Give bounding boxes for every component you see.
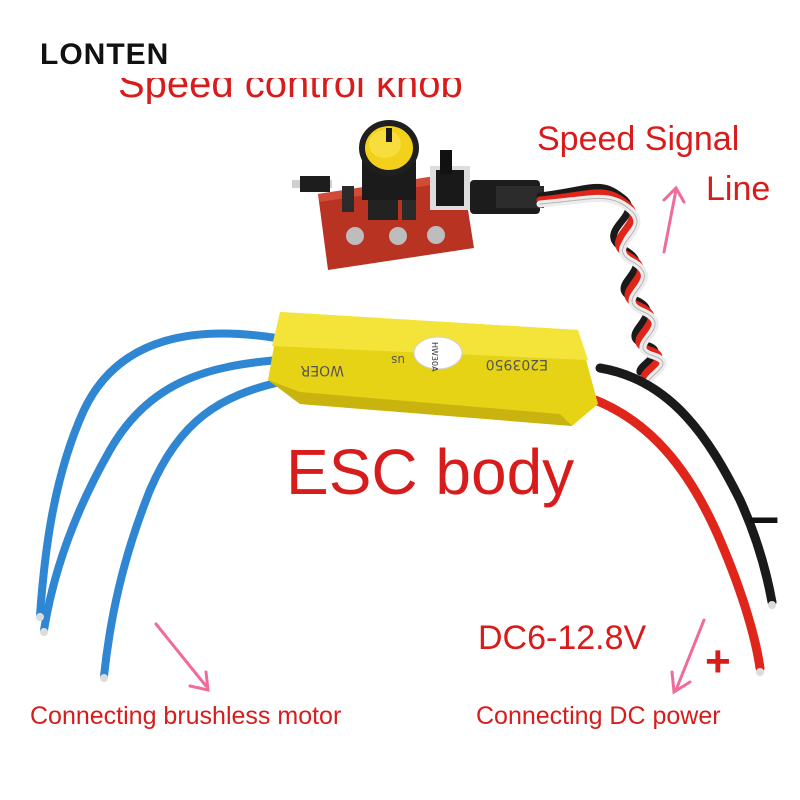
label-connecting-motor: Connecting brushless motor xyxy=(30,702,342,730)
esc-print-brand: WOER xyxy=(300,362,344,378)
label-plus: + xyxy=(705,637,731,686)
esc-model-sticker: HW30A xyxy=(430,342,439,372)
svg-text:us: us xyxy=(391,353,405,367)
arrow-icons xyxy=(154,185,706,695)
label-line: Line xyxy=(706,170,771,208)
label-connecting-power: Connecting DC power xyxy=(476,702,721,730)
esc-print-code: E203950 xyxy=(486,356,548,372)
brand-logo: LONTEN xyxy=(40,38,170,71)
speed-signal-wire xyxy=(536,183,667,388)
power-wires xyxy=(585,363,777,673)
label-speed-control-knob: Speed control knob xyxy=(118,62,463,106)
knob-icon xyxy=(359,120,419,200)
label-voltage: DC6-12.8V xyxy=(478,619,647,657)
label-esc-body: ESC body xyxy=(286,436,575,508)
motor-wire-tips xyxy=(36,613,108,682)
motor-wires xyxy=(36,329,284,680)
label-speed-signal: Speed Signal xyxy=(537,120,740,158)
label-minus: – xyxy=(748,484,780,547)
speed-control-board xyxy=(292,150,544,270)
power-wire-tips xyxy=(756,601,776,676)
esc-body: WOER E203950 us HW30A xyxy=(268,312,598,426)
